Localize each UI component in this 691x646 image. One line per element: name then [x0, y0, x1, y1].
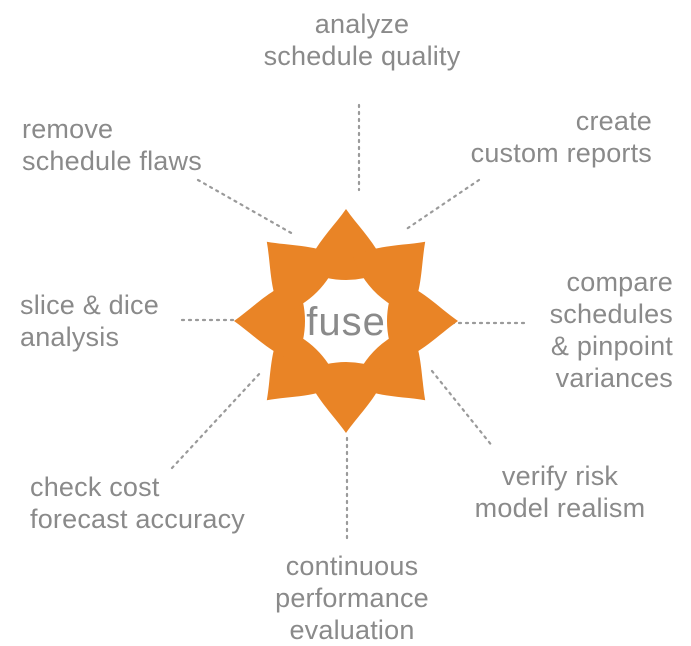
label-line: slice & dice [20, 290, 159, 320]
connector-check [170, 370, 263, 470]
label-line: create [575, 106, 652, 136]
label-line: analysis [20, 322, 120, 352]
label-line: variances [555, 363, 673, 393]
label-remove-schedule-flaws: remove schedule flaws [22, 113, 232, 177]
label-line: check cost [30, 472, 160, 502]
label-line: verify risk [501, 461, 619, 491]
label-check-cost-forecast-accuracy: check cost forecast accuracy [30, 471, 280, 535]
label-line: continuous [285, 551, 419, 581]
label-create-custom-reports: create custom reports [440, 105, 652, 169]
label-line: schedules [549, 299, 673, 329]
label-line: compare [566, 267, 673, 297]
connector-verify [430, 369, 495, 449]
label-slice-and-dice-analysis: slice & dice analysis [20, 289, 190, 353]
petal-8 [266, 241, 339, 314]
label-line: forecast accuracy [30, 504, 245, 534]
label-continuous-performance-evaluation: continuous performance evaluation [262, 550, 442, 646]
label-line: model realism [474, 493, 646, 523]
label-line: remove [22, 114, 114, 144]
label-line: schedule flaws [22, 146, 202, 176]
fuse-flower-logo: fuse [234, 209, 458, 433]
label-line: analyze [314, 9, 410, 39]
label-compare-schedules: compare schedules & pinpoint variances [520, 266, 673, 394]
label-line: evaluation [289, 615, 415, 645]
label-analyze-schedule-quality: analyze schedule quality [237, 8, 487, 72]
logo-text: fuse [306, 300, 386, 344]
label-line: performance [275, 583, 429, 613]
label-line: schedule quality [263, 41, 461, 71]
label-verify-risk-model-realism: verify risk model realism [457, 460, 663, 524]
connector-create [403, 178, 481, 232]
label-line: & pinpoint [550, 331, 673, 361]
label-line: custom reports [470, 138, 652, 168]
connector-remove [196, 178, 295, 236]
